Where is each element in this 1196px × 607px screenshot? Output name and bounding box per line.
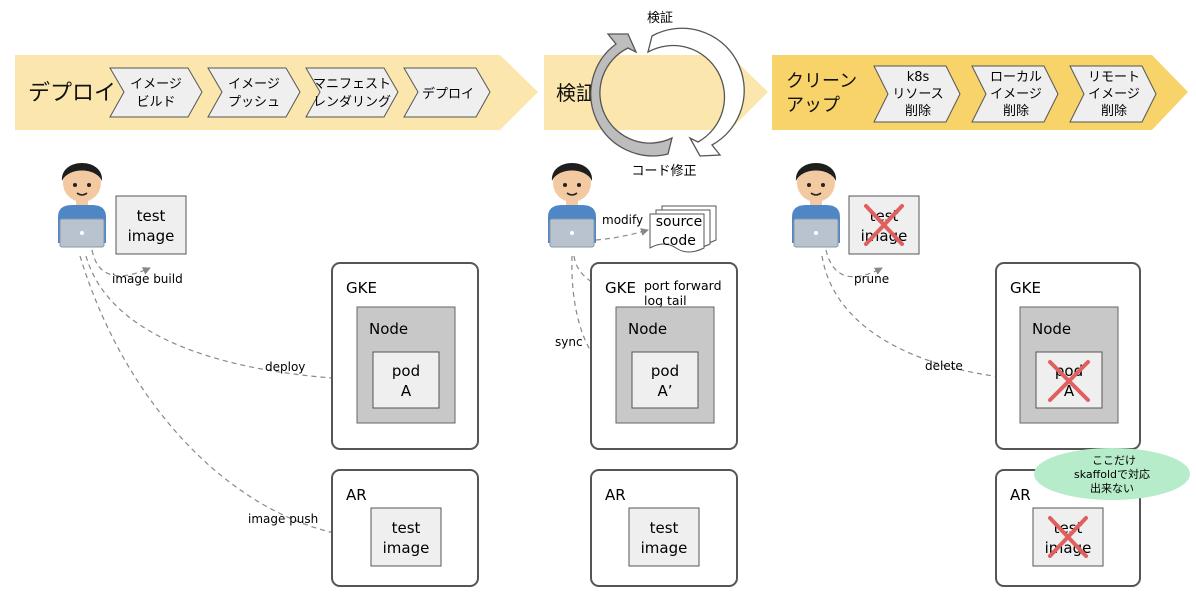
- local-image-label: test: [137, 207, 166, 225]
- step-chevron-remote-image-delete: [1069, 65, 1157, 123]
- pod-label: A’: [657, 382, 672, 400]
- ar-image-label: image: [1045, 539, 1092, 557]
- step-chevron-local-image-delete: [971, 65, 1059, 123]
- step-chevron-deploy: [403, 67, 491, 118]
- step-label: ローカル: [990, 70, 1042, 85]
- phase-title-verify: 検証: [556, 81, 596, 105]
- pod-label: A: [1064, 382, 1075, 400]
- ar-image-label: test: [1054, 519, 1083, 537]
- pod-label: pod: [651, 362, 679, 380]
- local-image-label: image: [128, 227, 175, 245]
- pod-box: [372, 351, 440, 409]
- source-code-label: code: [662, 233, 696, 249]
- note-text: 出来ない: [1090, 481, 1134, 495]
- gke-label: GKE: [346, 279, 377, 297]
- pod-label: A: [401, 382, 412, 400]
- arrow-label-log-tail: log tail: [644, 293, 687, 308]
- local-image-label: test: [870, 207, 899, 225]
- developer-icon: [547, 162, 597, 248]
- ar-image-label: image: [641, 539, 688, 557]
- step-label: デプロイ: [422, 86, 474, 102]
- local-image-box: [115, 195, 187, 255]
- step-label: レンダリング: [313, 95, 391, 110]
- local-image-label: image: [861, 227, 908, 245]
- step-label: プッシュ: [228, 95, 280, 110]
- arrow-label-image-push: image push: [248, 512, 318, 526]
- developer-icon: [57, 162, 107, 248]
- node-label: Node: [369, 320, 408, 338]
- arrow-label-delete: delete: [925, 359, 963, 373]
- arrow-modify: [595, 228, 649, 241]
- step-label: イメージ: [1088, 87, 1140, 102]
- source-code-stack-icon: [649, 205, 717, 253]
- arrow-label-port-forward: port forward: [644, 278, 722, 293]
- step-chevron-k8s-delete: [873, 65, 961, 123]
- local-image-box: [848, 195, 920, 255]
- step-label: リモート: [1088, 70, 1140, 85]
- ar-label: AR: [1010, 486, 1031, 504]
- cycle-label-code-fix: コード修正: [631, 164, 696, 179]
- step-label: 削除: [1101, 104, 1127, 119]
- phase-title-deploy: デプロイ: [28, 81, 116, 106]
- step-label: ビルド: [136, 95, 175, 110]
- arrow-label-sync: sync: [555, 335, 583, 349]
- step-label: k8s: [907, 70, 930, 85]
- delete-cross-icon: [1048, 516, 1088, 558]
- ar-image-label: image: [383, 539, 430, 557]
- step-label: 削除: [905, 104, 931, 119]
- delete-cross-icon: [864, 204, 904, 246]
- step-label: マニフェスト: [313, 77, 391, 92]
- cycle-arrow-right-icon: [647, 27, 745, 157]
- gke-label: GKE: [1010, 279, 1041, 297]
- pod-label: pod: [392, 362, 420, 380]
- pod-box: [631, 351, 699, 409]
- step-chevron-image-build: [109, 67, 203, 118]
- note-bubble: [1034, 448, 1190, 500]
- arrow-label-prune: prune: [854, 272, 889, 286]
- ar-image-box: [628, 507, 700, 567]
- step-label: イメージ: [990, 87, 1042, 102]
- ar-image-box: [370, 507, 442, 567]
- node-label: Node: [628, 320, 667, 338]
- node-label: Node: [1032, 320, 1071, 338]
- arrow-image-push: [79, 255, 369, 542]
- arrow-label-modify: modify: [602, 213, 643, 227]
- phase-title-cleanup-2: アップ: [786, 95, 840, 116]
- note-text: ここだけ: [1092, 454, 1136, 467]
- ar-image-label: test: [650, 519, 679, 537]
- ar-label: AR: [605, 486, 626, 504]
- step-label: イメージ: [228, 77, 280, 92]
- delete-cross-icon: [1048, 360, 1090, 402]
- phase-title-cleanup-1: クリーン: [786, 71, 857, 92]
- developer-icon: [791, 162, 841, 248]
- ar-label: AR: [346, 486, 367, 504]
- source-code-label: source: [656, 214, 703, 230]
- arrow-deploy: [85, 255, 369, 384]
- ar-image-label: test: [392, 519, 421, 537]
- step-label: イメージ: [130, 77, 182, 92]
- step-chevron-image-push: [207, 67, 301, 118]
- step-label: 削除: [1003, 104, 1029, 119]
- note-text: skaffoldで対応: [1074, 467, 1150, 481]
- arrow-label-image-build: image build: [112, 272, 183, 286]
- cycle-label-verify: 検証: [647, 11, 673, 26]
- cycle-arrow-left-icon: [590, 33, 673, 157]
- step-label: リソース: [892, 87, 943, 102]
- arrow-label-deploy: deploy: [265, 360, 305, 374]
- arrow-sync: [571, 255, 631, 382]
- gke-label: GKE: [605, 279, 636, 297]
- step-chevron-manifest-render: [305, 67, 399, 118]
